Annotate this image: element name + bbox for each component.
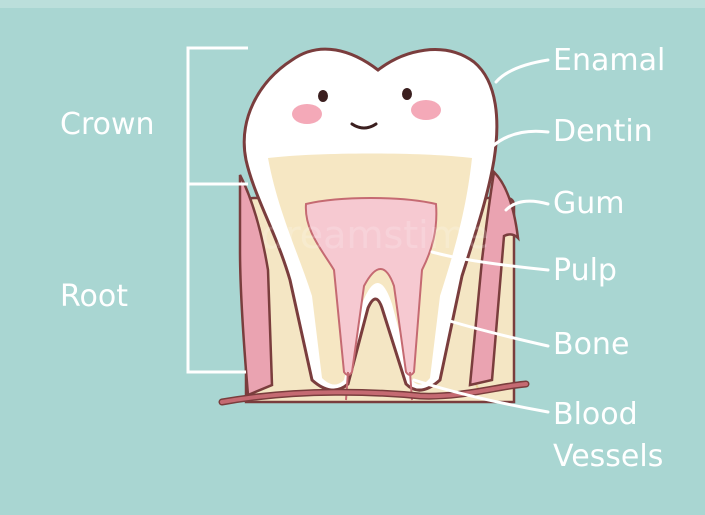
label-root: Root <box>60 280 128 314</box>
label-gum: Gum <box>553 187 624 221</box>
right-eye <box>402 88 412 100</box>
label-dentin: Dentin <box>553 115 653 149</box>
label-enamal: Enamal <box>553 44 665 78</box>
left-cheek <box>292 104 322 124</box>
right-cheek <box>411 100 441 120</box>
label-bone: Bone <box>553 328 629 362</box>
label-blood-line2: Vessels <box>553 436 663 478</box>
label-blood-vessels: Blood Vessels <box>553 394 663 478</box>
label-blood-line1: Blood <box>553 394 663 436</box>
label-pulp: Pulp <box>553 254 617 288</box>
watermark: dreamstime <box>261 213 489 257</box>
left-eye <box>318 90 328 102</box>
label-crown: Crown <box>60 108 155 142</box>
